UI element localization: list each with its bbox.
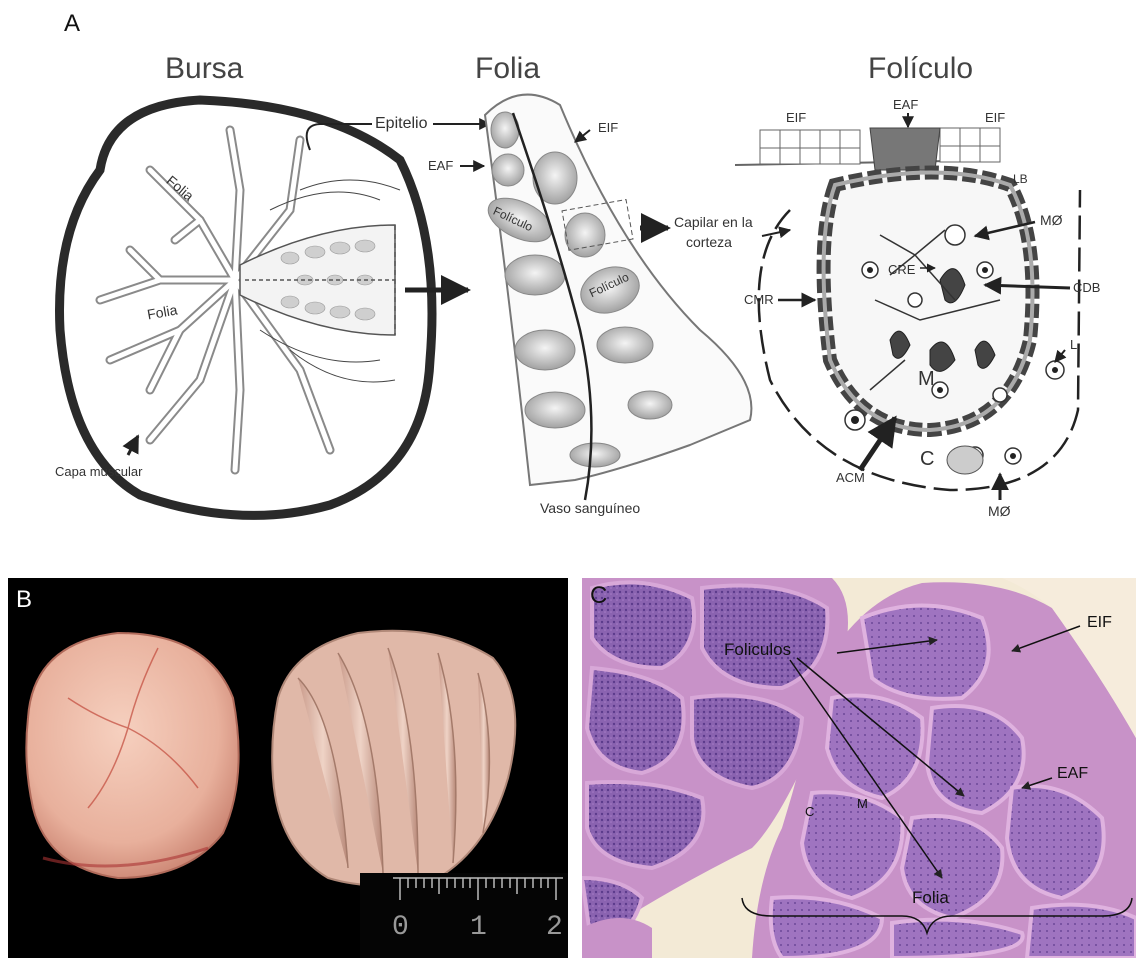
- label-cmr: CMR: [744, 292, 774, 307]
- panel-b-letter: B: [16, 586, 32, 614]
- ruler-number-0: 0: [392, 912, 409, 943]
- label-acm: ACM: [836, 470, 865, 485]
- panel-a-diagram: A Bursa Folia Folículo: [0, 0, 1141, 560]
- label-m: M: [918, 368, 935, 391]
- panel-b-photo: B 0 1 2: [8, 578, 568, 958]
- label-macrophage-top: MØ: [1040, 212, 1063, 228]
- label-eif-right: EIF: [985, 110, 1005, 125]
- follicle-drawing: [735, 113, 1080, 500]
- panel-c-histology: C EIF Foliculos EAF C M Folia: [582, 578, 1136, 958]
- label-l: L: [1070, 337, 1077, 352]
- label-c: C: [920, 448, 934, 471]
- label-cre: CRE: [888, 262, 915, 277]
- label-c-eif: EIF: [1087, 614, 1112, 632]
- label-foliculos: Foliculos: [724, 640, 791, 660]
- label-eif-left: EIF: [786, 110, 806, 125]
- label-eaf: EAF: [893, 97, 918, 112]
- label-macrophage-bottom: MØ: [988, 503, 1011, 519]
- panel-a-drawing: [0, 0, 1141, 560]
- ruler-number-2: 2: [546, 912, 563, 943]
- bursa-drawing: [60, 100, 491, 515]
- label-c-eaf: EAF: [1057, 765, 1088, 783]
- label-folia-eif: EIF: [598, 120, 618, 135]
- folia-drawing: [460, 95, 751, 500]
- label-c-c: C: [805, 804, 814, 819]
- label-vaso-sanguineo: Vaso sanguíneo: [540, 500, 640, 516]
- label-capilar-1: Capilar en la: [674, 214, 753, 230]
- histology-image: [582, 578, 1136, 958]
- label-c-folia: Folia: [912, 888, 949, 908]
- label-capilar-2: corteza: [686, 234, 732, 250]
- label-cdb: CDB: [1073, 280, 1100, 295]
- panel-c-letter: C: [590, 582, 607, 610]
- label-c-m: M: [857, 796, 868, 811]
- ruler-number-1: 1: [470, 912, 487, 943]
- label-folia-eaf: EAF: [428, 158, 453, 173]
- label-capa-muscular: Capa muscular: [55, 464, 142, 479]
- label-epitelio: Epitelio: [375, 115, 427, 133]
- label-lb: LB: [1013, 172, 1028, 186]
- bursa-photo: [8, 578, 568, 958]
